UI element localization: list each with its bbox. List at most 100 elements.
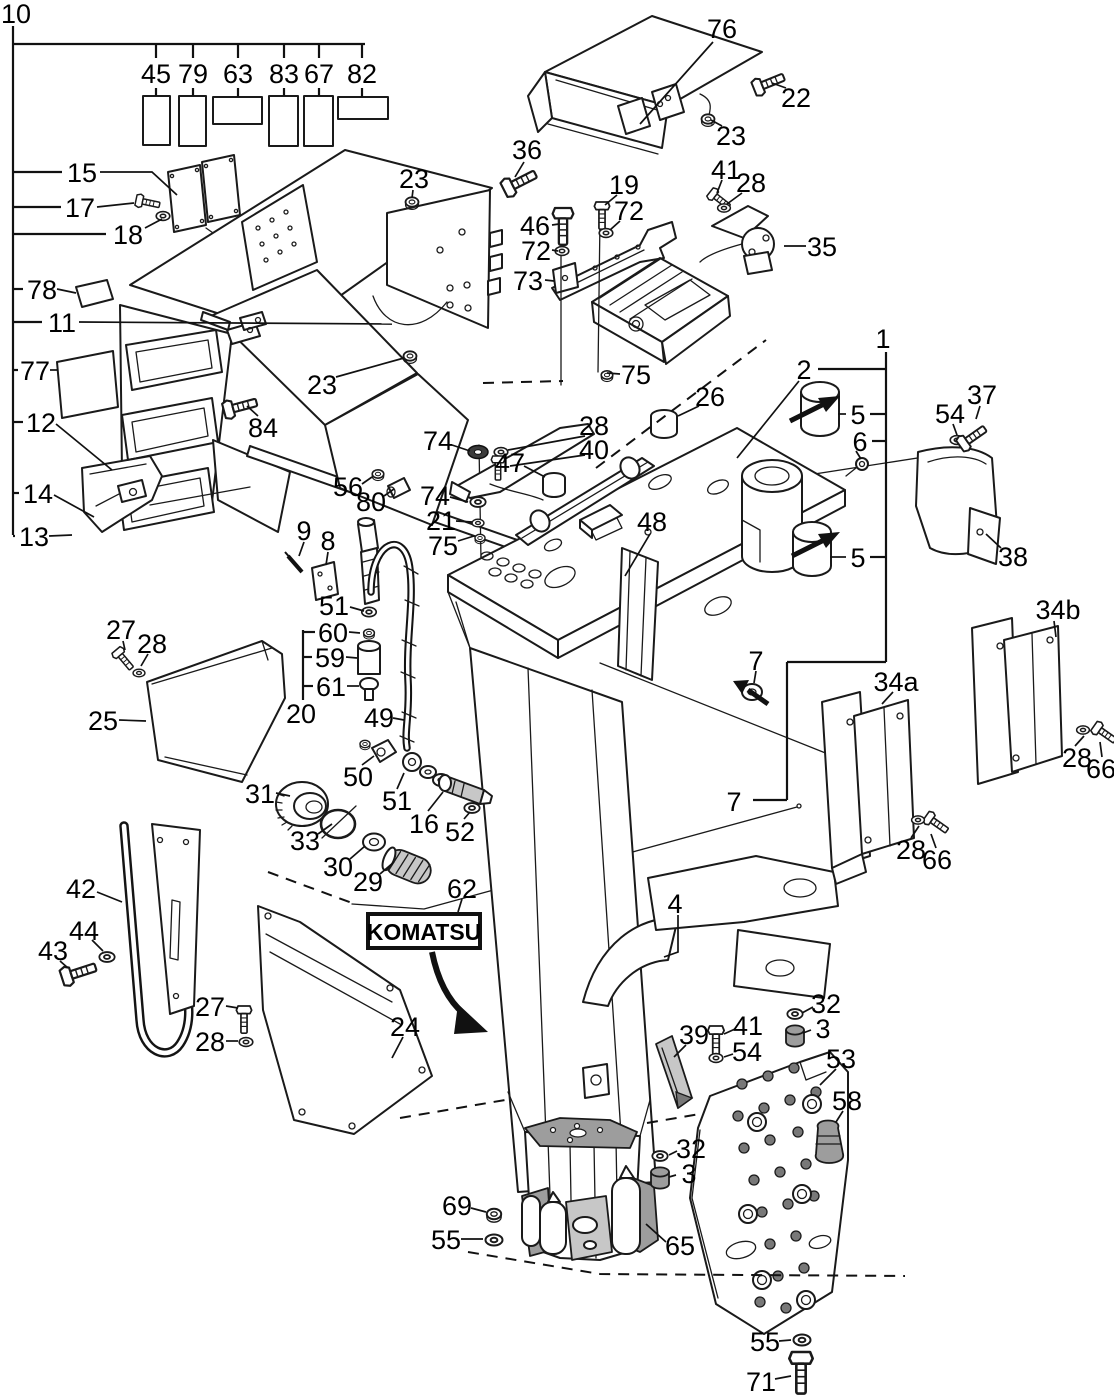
badge-label: KOMATSU bbox=[367, 919, 482, 945]
step-plate-53 bbox=[689, 1051, 849, 1335]
callout-11: 11 bbox=[48, 308, 76, 338]
leader-72 bbox=[551, 249, 559, 252]
leader-7 bbox=[753, 670, 757, 684]
callout-5: 5 bbox=[850, 543, 865, 573]
callout-54: 54 bbox=[935, 399, 965, 429]
leader-4 bbox=[663, 915, 679, 958]
leader-6 bbox=[855, 450, 862, 460]
leader-51 bbox=[396, 772, 405, 790]
callout-49: 49 bbox=[364, 703, 394, 733]
leader-46 bbox=[551, 223, 560, 226]
callout-40: 40 bbox=[579, 435, 609, 465]
placard-79 bbox=[178, 95, 207, 147]
leader-24 bbox=[391, 1036, 404, 1059]
direction-arrow-icon bbox=[788, 396, 840, 559]
callout-63: 63 bbox=[223, 59, 253, 89]
callout-10: 10 bbox=[1, 0, 31, 29]
callout-27: 27 bbox=[106, 615, 136, 645]
leader-38 bbox=[985, 533, 1002, 549]
leader-22 bbox=[771, 82, 787, 89]
callout-26: 26 bbox=[695, 382, 725, 412]
callout-82: 82 bbox=[347, 59, 377, 89]
leader-29 bbox=[379, 861, 395, 875]
callout-28: 28 bbox=[579, 411, 609, 441]
leader-51 bbox=[349, 606, 365, 612]
callout-23: 23 bbox=[716, 121, 746, 151]
leader-43 bbox=[59, 960, 69, 969]
callout-72: 72 bbox=[614, 196, 644, 226]
main-frame bbox=[447, 381, 869, 1193]
callout-23: 23 bbox=[307, 370, 337, 400]
leader-76 bbox=[639, 41, 714, 125]
leader-13 bbox=[48, 534, 73, 537]
callout-16: 16 bbox=[409, 809, 439, 839]
leader-72 bbox=[609, 220, 621, 231]
callout-48: 48 bbox=[637, 507, 667, 537]
leader-74 bbox=[451, 444, 471, 452]
leader-54 bbox=[952, 423, 958, 436]
strainer-29 bbox=[381, 846, 432, 885]
leader-21 bbox=[455, 520, 473, 523]
leader-8 bbox=[325, 551, 329, 566]
leader-75 bbox=[606, 372, 621, 375]
callout-24: 24 bbox=[390, 1012, 420, 1042]
engine-unit bbox=[551, 205, 775, 386]
leader-33 bbox=[317, 823, 333, 835]
leader-15 bbox=[100, 171, 178, 196]
leader-74 bbox=[449, 496, 469, 503]
leader-9 bbox=[298, 541, 305, 557]
leader-31 bbox=[275, 792, 291, 797]
callout-13: 13 bbox=[19, 522, 49, 552]
callout-75: 75 bbox=[428, 531, 458, 561]
bracket-lines-layer bbox=[11, 26, 888, 802]
leader-lines-layer bbox=[48, 41, 1103, 1380]
callout-32: 32 bbox=[676, 1134, 706, 1164]
dashed-line bbox=[646, 1113, 701, 1124]
leader-23 bbox=[411, 189, 414, 199]
callout-37: 37 bbox=[967, 380, 997, 410]
leader-66 bbox=[930, 833, 937, 849]
callout-62: 62 bbox=[447, 874, 477, 904]
leader-49 bbox=[392, 717, 405, 721]
callout-28: 28 bbox=[736, 168, 766, 198]
callout-55: 55 bbox=[750, 1327, 780, 1357]
callout-34b: 34b bbox=[1035, 595, 1080, 625]
callout-83: 83 bbox=[269, 59, 299, 89]
callout-42: 42 bbox=[66, 874, 96, 904]
callout-74: 74 bbox=[423, 426, 453, 456]
callout-38: 38 bbox=[998, 542, 1028, 572]
callout-67: 67 bbox=[304, 59, 334, 89]
plate-78 bbox=[75, 279, 114, 308]
leader-34b bbox=[1053, 620, 1057, 638]
leader-71 bbox=[774, 1375, 792, 1380]
leader-52 bbox=[463, 811, 471, 820]
leader-40 bbox=[509, 454, 586, 467]
placard-83 bbox=[268, 95, 299, 147]
callout-56: 56 bbox=[333, 472, 363, 502]
callout-21: 21 bbox=[426, 506, 456, 536]
leader-84 bbox=[246, 405, 259, 417]
leader-27 bbox=[122, 640, 126, 651]
callout-4: 4 bbox=[667, 889, 682, 919]
callout-41: 41 bbox=[733, 1011, 763, 1041]
dashed-line bbox=[399, 1099, 506, 1119]
callout-28: 28 bbox=[137, 629, 167, 659]
callout-14: 14 bbox=[23, 479, 53, 509]
callout-7: 7 bbox=[748, 646, 763, 676]
callout-1: 1 bbox=[875, 324, 890, 354]
dashed-line bbox=[482, 380, 564, 384]
leader-54 bbox=[723, 1053, 734, 1058]
callout-25: 25 bbox=[88, 706, 118, 736]
callout-76: 76 bbox=[707, 14, 737, 44]
leader-37 bbox=[975, 405, 981, 420]
callout-44: 44 bbox=[69, 916, 99, 946]
callout-54: 54 bbox=[732, 1037, 762, 1067]
hardware bbox=[57, 67, 1114, 1395]
leader-78 bbox=[56, 288, 77, 294]
leader-28 bbox=[140, 653, 149, 667]
callout-29: 29 bbox=[353, 867, 383, 897]
stopper-58 bbox=[815, 1119, 844, 1164]
callout-50: 50 bbox=[343, 762, 373, 792]
